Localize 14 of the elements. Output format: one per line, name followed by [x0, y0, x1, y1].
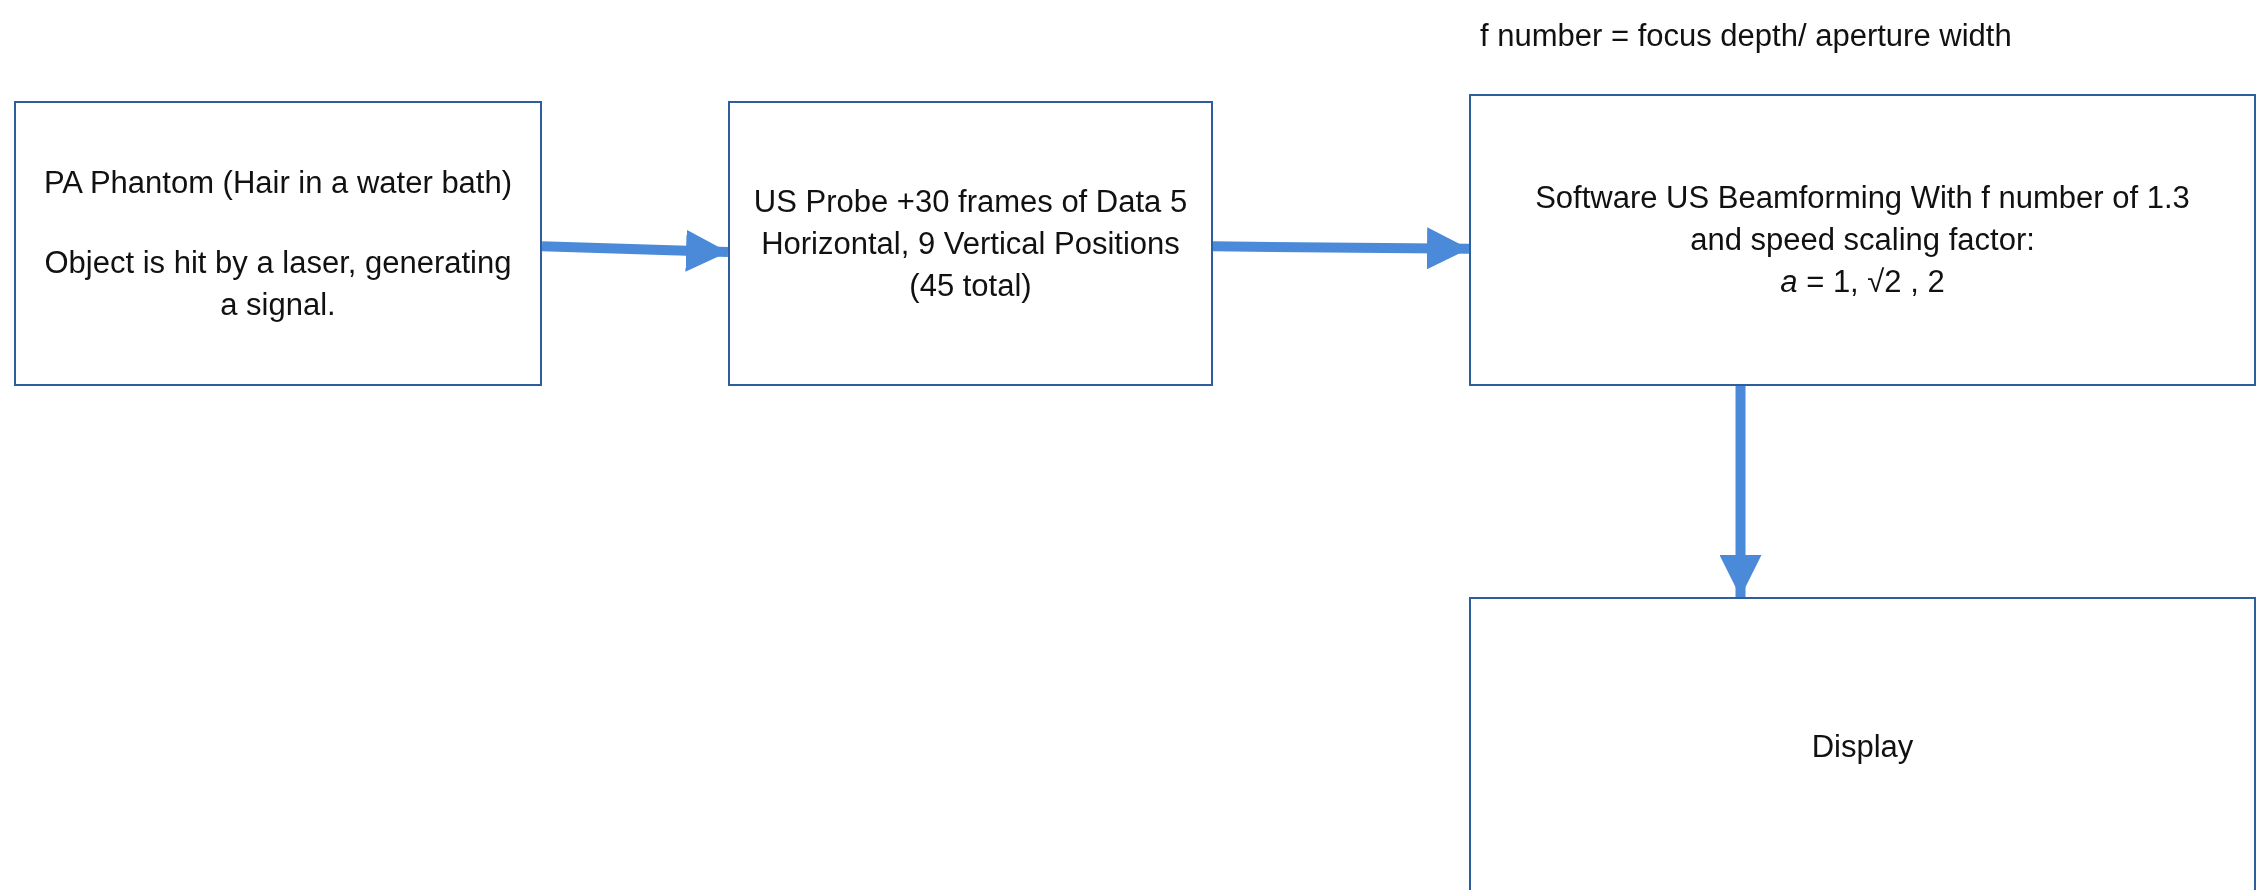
process-box — [14, 101, 542, 386]
arrow — [541, 229, 729, 272]
box-text: US Probe +30 frames of Data 5 Horizontal, 9 Vertical Positions (45 total) — [752, 182, 1189, 305]
box-text: Object is hit by a laser, generating a signal. — [43, 243, 513, 324]
box-text: Software US Beamforming With f number of 1.3 and speed scaling factor: — [1534, 179, 2191, 259]
process-box — [728, 101, 1213, 386]
arrow — [1212, 227, 1470, 270]
box-text: PA Phantom (Hair in a water bath) — [43, 163, 513, 202]
box-text: Display — [1811, 728, 1914, 766]
process-box — [1469, 597, 2256, 890]
box-text: a = 1, √2 , 2 — [1780, 263, 1945, 301]
note-text: f number = focus depth/ aperture width — [1480, 17, 2012, 55]
arrow — [1719, 386, 1762, 597]
process-box — [1469, 94, 2256, 386]
